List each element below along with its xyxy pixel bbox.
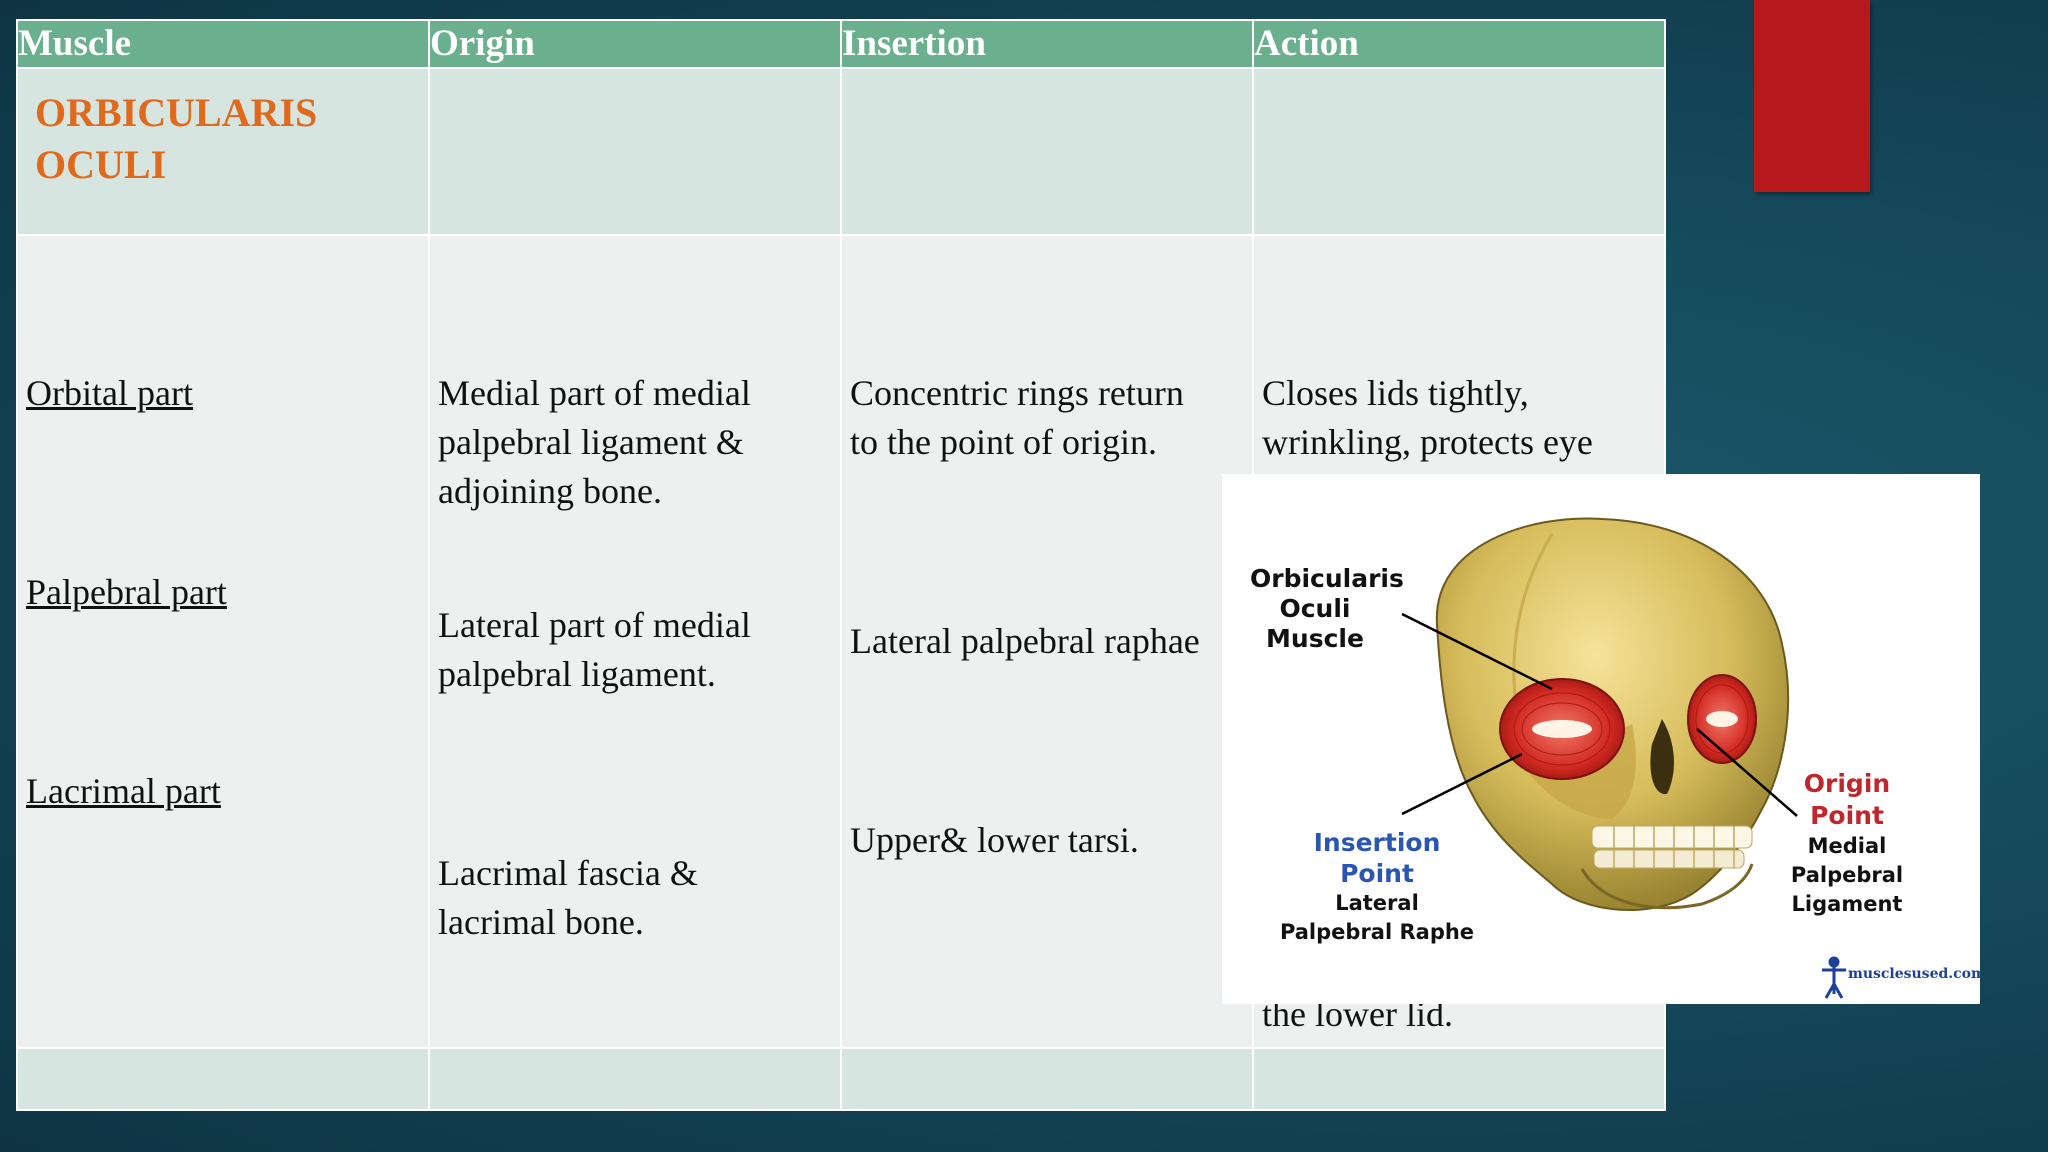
header-origin: Origin xyxy=(428,19,842,69)
origin-point-label: Origin Point Medial Palpebral Ligament xyxy=(1777,768,1917,919)
cell-empty xyxy=(428,1047,842,1111)
origin-title-line: Point xyxy=(1810,801,1884,830)
header-muscle: Muscle xyxy=(16,19,430,69)
cell-muscle-title: ORBICULARIS OCULI xyxy=(16,67,430,236)
orbital-origin-line: Medial part of medial xyxy=(438,373,751,413)
cell-empty xyxy=(1252,67,1666,236)
muscle-title-row: ORBICULARIS OCULI xyxy=(16,67,1666,236)
orbital-part-label: Orbital part xyxy=(26,373,193,413)
origin-title-line: Origin xyxy=(1803,769,1891,798)
insertion-desc-line: Lateral xyxy=(1335,891,1419,915)
orbital-action-line: Closes lids tightly, xyxy=(1262,373,1529,413)
table-header-row: Muscle Origin Insertion Action xyxy=(16,19,1666,69)
header-action: Action xyxy=(1252,19,1666,69)
lacrimal-part-label: Lacrimal part xyxy=(26,771,221,811)
skull-drawing xyxy=(1401,517,1846,999)
lacrimal-origin-line: lacrimal bone. xyxy=(438,902,644,942)
cell-empty xyxy=(16,1047,430,1111)
cell-empty xyxy=(1252,1047,1666,1111)
header-insertion: Insertion xyxy=(840,19,1254,69)
cell-empty xyxy=(428,67,842,236)
origin-desc-line: Ligament xyxy=(1791,892,1903,916)
lacrimal-origin-line: Lacrimal fascia & xyxy=(438,853,698,893)
muscle-title: ORBICULARIS OCULI xyxy=(35,90,318,187)
orbital-insertion-line: to the point of origin. xyxy=(850,422,1157,462)
cell-origins: Medial part of medial palpebral ligament… xyxy=(428,234,842,1049)
palpebral-insertion: Lateral palpebral raphae xyxy=(850,621,1200,661)
brand-watermark: musclesused.com xyxy=(1848,966,1980,982)
insertion-point-label: Insertion Point Lateral Palpebral Raphe xyxy=(1277,827,1477,947)
origin-desc-line: Palpebral xyxy=(1790,863,1904,887)
palpebral-origin-line: palpebral ligament. xyxy=(438,654,716,694)
insertion-title-line: Point xyxy=(1340,859,1414,888)
insertion-title-line: Insertion xyxy=(1313,828,1441,857)
table-footer-row xyxy=(16,1047,1666,1111)
cell-insertions: Concentric rings return to the point of … xyxy=(840,234,1254,1049)
skull-illustration: Orbicularis Oculi Muscle Insertion Point… xyxy=(1222,474,1980,1004)
decorative-red-bar xyxy=(1754,0,1870,192)
palpebral-part-label: Palpebral part xyxy=(26,572,227,612)
orbital-origin-line: palpebral ligament & xyxy=(438,422,744,462)
orbital-origin-line: adjoining bone. xyxy=(438,471,662,511)
muscle-label-line: Muscle xyxy=(1266,624,1364,653)
muscle-label-line: Oculi xyxy=(1279,594,1351,623)
orbital-insertion-line: Concentric rings return xyxy=(850,373,1184,413)
palpebral-origin-line: Lateral part of medial xyxy=(438,605,751,645)
lacrimal-insertion: Upper& lower tarsi. xyxy=(850,820,1139,860)
insertion-desc-line: Palpebral Raphe xyxy=(1279,920,1475,944)
cell-empty xyxy=(840,1047,1254,1111)
muscle-label: Orbicularis Oculi Muscle xyxy=(1250,564,1404,654)
orbital-action-line: wrinkling, protects eye xyxy=(1262,422,1593,462)
cell-parts: Orbital part Palpebral part Lacrimal par… xyxy=(16,234,430,1049)
muscle-label-line: Orbicularis xyxy=(1250,564,1404,593)
origin-desc-line: Medial xyxy=(1807,834,1887,858)
cell-empty xyxy=(840,67,1254,236)
